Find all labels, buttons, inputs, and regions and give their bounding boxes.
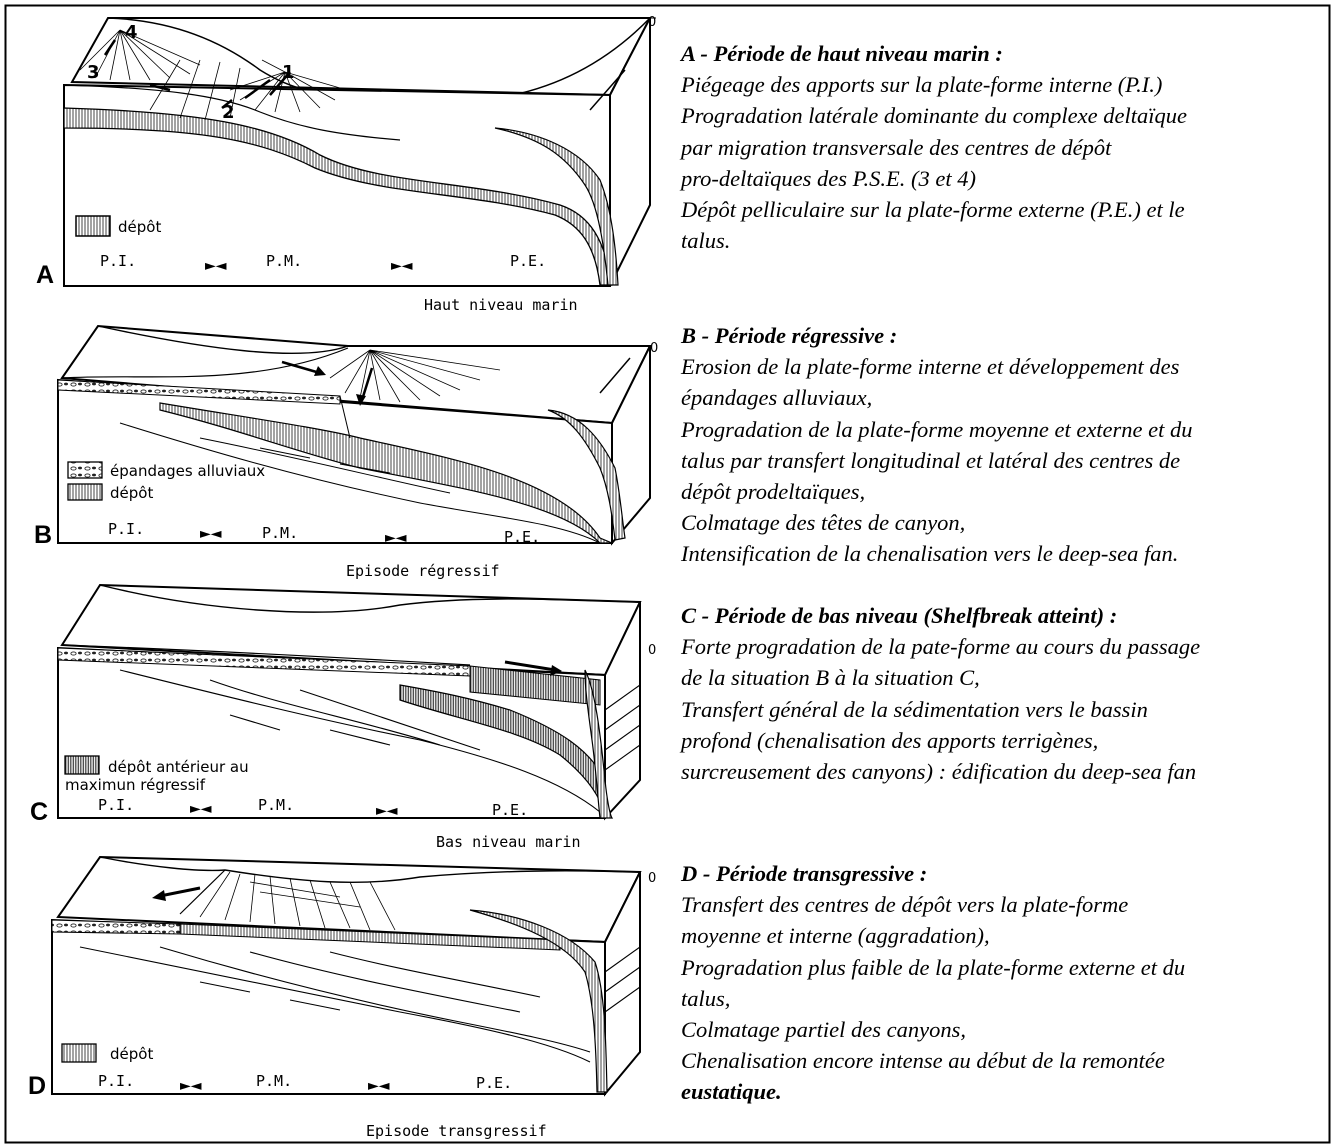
block-diagram-d: 0 dépôt P.I. ►◄ P.M. ►◄ P.E. D Episode t… <box>0 852 660 1142</box>
label-4: 4 <box>125 22 138 43</box>
text-b-3: Progradation de la plate-forme moyenne e… <box>681 414 1321 445</box>
caption-a: Haut niveau marin <box>424 296 578 314</box>
zone-pm-c: P.M. <box>258 796 294 814</box>
legend-depot-a: dépôt <box>118 218 161 236</box>
zone-sep-c2: ►◄ <box>376 803 398 819</box>
zone-pe-d: P.E. <box>476 1074 512 1092</box>
text-a-5: Dépôt pelliculaire sur la plate-forme ex… <box>681 194 1321 225</box>
text-c-5: surcreusement des canyons) : édification… <box>681 756 1321 787</box>
title-b: B - Période régressive : <box>681 320 1321 351</box>
text-b-5: dépôt prodeltaïques, <box>681 476 1321 507</box>
legend-swatch-anterior-c <box>65 756 99 774</box>
text-c-4: profond (chenalisation des apports terri… <box>681 725 1321 756</box>
panel-b: 0 épandages alluviaux dépôt P.I. ►◄ P.M.… <box>0 318 660 580</box>
text-c-2: de la situation B à la situation C, <box>681 662 1321 693</box>
text-a-3: par migration transversale des centres d… <box>681 132 1321 163</box>
zone-sep-a1: ►◄ <box>205 258 227 274</box>
text-d-6: Chenalisation encore intense au début de… <box>681 1045 1321 1076</box>
legend-depot-d: dépôt <box>110 1045 153 1063</box>
sea-level-zero-c: 0 <box>648 643 656 658</box>
zone-pe-b: P.E. <box>504 528 540 546</box>
zone-pm-a: P.M. <box>266 252 302 270</box>
text-b-4: talus par transfert longitudinal et laté… <box>681 445 1321 476</box>
text-c-1: Forte progradation de la pate-forme au c… <box>681 631 1321 662</box>
caption-c: Bas niveau marin <box>436 833 581 851</box>
description-d: D - Période transgressive : Transfert de… <box>681 858 1321 1108</box>
panel-d: 0 dépôt P.I. ►◄ P.M. ►◄ P.E. D Episode t… <box>0 852 660 1142</box>
sea-level-zero-b: 0 <box>650 341 658 356</box>
description-a: A - Période de haut niveau marin : Piége… <box>681 38 1321 256</box>
block-diagram-b: 0 épandages alluviaux dépôt P.I. ►◄ P.M.… <box>0 318 660 580</box>
label-1: 1 <box>282 62 295 83</box>
caption-b: Episode régressif <box>346 562 500 580</box>
text-d-1: Transfert des centres de dépôt vers la p… <box>681 889 1321 920</box>
block-diagram-c: 0 dépôt antérieur au maximun régressif P… <box>0 580 660 855</box>
zone-pe-c: P.E. <box>492 801 528 819</box>
legend-swatch-alluvial-b <box>68 462 102 478</box>
zone-sep-d2: ►◄ <box>368 1078 390 1094</box>
text-b-1: Erosion de la plate-forme interne et dév… <box>681 351 1321 382</box>
text-a-6: talus. <box>681 225 1321 256</box>
text-b-6: Colmatage des têtes de canyon, <box>681 507 1321 538</box>
text-d-5: Colmatage partiel des canyons, <box>681 1014 1321 1045</box>
legend-swatch-depot-b <box>68 484 102 500</box>
text-a-1: Piégeage des apports sur la plate-forme … <box>681 69 1321 100</box>
sea-level-zero-d: 0 <box>648 871 656 886</box>
text-a-4: pro-deltaïques des P.S.E. (3 et 4) <box>681 163 1321 194</box>
description-c: C - Période de bas niveau (Shelfbreak at… <box>681 600 1321 787</box>
text-d-3: Progradation plus faible de la plate-for… <box>681 952 1321 983</box>
panel-letter-b: B <box>34 521 52 549</box>
title-c: C - Période de bas niveau (Shelfbreak at… <box>681 600 1321 631</box>
zone-pi-d: P.I. <box>98 1072 134 1090</box>
zone-pm-b: P.M. <box>262 524 298 542</box>
block-diagram-a: 1 2 3 4 0 dépôt P.I. ►◄ P.M. ►◄ P.E. A H… <box>0 0 660 320</box>
text-b-2: épandages alluviaux, <box>681 382 1321 413</box>
panel-c: 0 dépôt antérieur au maximun régressif P… <box>0 580 660 855</box>
text-d-4: talus, <box>681 983 1321 1014</box>
zone-sep-d1: ►◄ <box>180 1078 202 1094</box>
text-d-7: eustatique. <box>681 1076 1321 1107</box>
zone-sep-c1: ►◄ <box>190 801 212 817</box>
panel-letter-d: D <box>28 1072 46 1100</box>
legend-alluvial-b: épandages alluviaux <box>110 462 265 480</box>
panel-a: 1 2 3 4 0 dépôt P.I. ►◄ P.M. ►◄ P.E. A H… <box>0 0 660 320</box>
legend-anterior-c-2: maximun régressif <box>65 776 206 794</box>
sea-level-zero-a: 0 <box>648 15 656 30</box>
legend-swatch-depot-d <box>62 1044 96 1062</box>
legend-depot-b: dépôt <box>110 484 153 502</box>
zone-sep-b2: ►◄ <box>385 530 407 546</box>
caption-d: Episode transgressif <box>366 1122 547 1140</box>
zone-pi-b: P.I. <box>108 520 144 538</box>
label-2: 2 <box>222 102 235 123</box>
zone-pi-a: P.I. <box>100 252 136 270</box>
text-c-3: Transfert général de la sédimentation ve… <box>681 694 1321 725</box>
panel-letter-a: A <box>36 261 54 289</box>
zone-pe-a: P.E. <box>510 252 546 270</box>
description-b: B - Période régressive : Erosion de la p… <box>681 320 1321 570</box>
panel-letter-c: C <box>30 798 48 826</box>
title-d: D - Période transgressive : <box>681 858 1321 889</box>
title-a: A - Période de haut niveau marin : <box>681 38 1321 69</box>
zone-pi-c: P.I. <box>98 796 134 814</box>
legend-anterior-c-1: dépôt antérieur au <box>108 758 249 776</box>
zone-sep-b1: ►◄ <box>200 526 222 542</box>
zone-sep-a2: ►◄ <box>391 258 413 274</box>
text-d-2: moyenne et interne (aggradation), <box>681 920 1321 951</box>
label-3: 3 <box>87 62 100 83</box>
legend-swatch-depot-a <box>76 216 110 236</box>
text-a-2: Progradation latérale dominante du compl… <box>681 100 1321 131</box>
zone-pm-d: P.M. <box>256 1072 292 1090</box>
text-b-7: Intensification de la chenalisation vers… <box>681 538 1321 569</box>
